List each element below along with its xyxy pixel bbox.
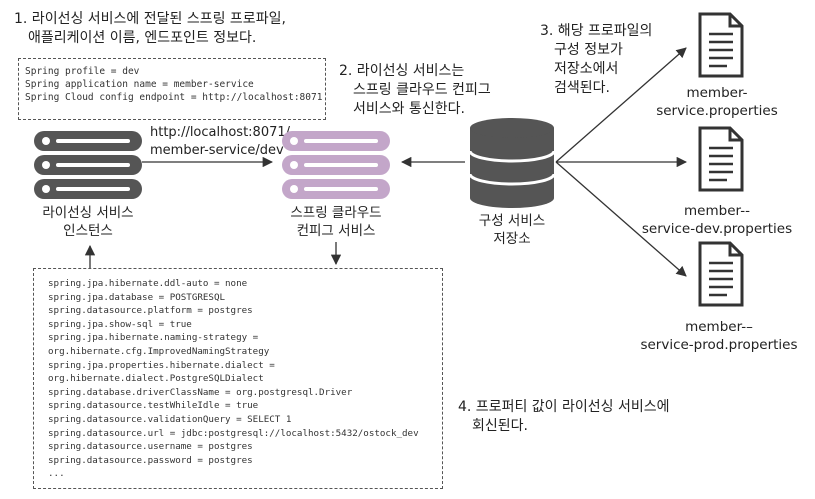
step3-caption: 3. 해당 프로파일의 구성 정보가 저장소에서 검색된다. xyxy=(540,22,652,98)
licensing-service-server-icon xyxy=(34,131,142,199)
step2-line2: 스프링 클라우드 컨피그 xyxy=(353,82,491,98)
property-line: spring.jpa.hibernate.naming-strategy = xyxy=(48,332,259,344)
property-line: spring.jpa.database = POSTGRESQL xyxy=(48,291,226,303)
step1-line2: 애플리케이션 이름, 엔드포인트 정보다. xyxy=(28,30,257,46)
licensing-service-label-line1: 라이선싱 서비스 xyxy=(42,205,134,221)
request-line-profile: Spring profile = dev xyxy=(25,66,140,77)
property-line-ellipsis: ... xyxy=(48,468,65,480)
repository-label-line2: 저장소 xyxy=(493,231,531,247)
licensing-service-label: 라이선싱 서비스 인스턴스 xyxy=(18,204,158,240)
request-line-endpoint: Spring Cloud config endpoint = http://lo… xyxy=(25,92,323,103)
file-label-default-line2: service.properties xyxy=(656,103,778,119)
config-url-line1: http://localhost:8071/ xyxy=(150,125,291,140)
property-line: spring.datasource.platform = postgres xyxy=(48,305,253,317)
step4-caption: 4. 프로퍼티 값이 라이선싱 서비스에 회신된다. xyxy=(458,398,669,436)
licensing-service-label-line2: 인스턴스 xyxy=(63,223,113,239)
file-label-dev: member-- service-dev.properties xyxy=(636,202,798,238)
config-service-server-icon xyxy=(282,131,390,199)
property-line: org.hibernate.cfg.ImprovedNamingStrategy xyxy=(48,345,270,357)
file-label-prod-line2: service-prod.properties xyxy=(640,337,798,353)
step1-caption: 1. 라이선싱 서비스에 전달된 스프링 프로파일, 애플리케이션 이름, 엔드… xyxy=(14,10,286,48)
property-line: spring.datasource.password = postgres xyxy=(48,454,253,466)
arrow-repo-to-file1 xyxy=(555,47,687,163)
step3-line3: 저장소에서 xyxy=(554,61,619,77)
step1-line1: 1. 라이선싱 서비스에 전달된 스프링 프로파일, xyxy=(14,11,286,27)
property-line: spring.datasource.username = postgres xyxy=(48,441,253,453)
property-line: spring.jpa.properties.hibernate.dialect … xyxy=(48,359,275,371)
property-line: spring.jpa.show-sql = true xyxy=(48,318,192,330)
property-line: org.hibernate.dialect.PostgreSQLDialect xyxy=(48,373,264,385)
document-icon xyxy=(698,126,744,192)
step2-line1: 2. 라이선싱 서비스는 xyxy=(339,63,465,79)
file-label-dev-line1: member-- xyxy=(684,203,750,219)
file-label-default: member- service.properties xyxy=(642,84,792,120)
file-label-dev-line2: service-dev.properties xyxy=(641,221,793,237)
file-label-prod-line1: member-– xyxy=(685,319,753,335)
repository-label-line1: 구성 서비스 xyxy=(478,213,546,229)
document-icon xyxy=(698,241,744,307)
repository-label: 구성 서비스 저장소 xyxy=(452,212,572,248)
config-service-label-line1: 스프링 클라우드 xyxy=(290,205,382,221)
request-line-app-name: Spring application name = member-service xyxy=(25,79,254,90)
database-icon xyxy=(468,118,556,208)
property-line: spring.datasource.url = jdbc:postgresql:… xyxy=(48,427,419,439)
property-line: spring.jpa.hibernate.ddl-auto = none xyxy=(48,278,248,289)
arrow-repo-to-file3 xyxy=(555,161,687,277)
property-line: spring.datasource.testWhileIdle = true xyxy=(48,400,259,412)
document-icon xyxy=(698,12,744,78)
config-service-label-line2: 컨피그 서비스 xyxy=(296,223,376,239)
step4-line1: 4. 프로퍼티 값이 라이선싱 서비스에 xyxy=(458,399,670,415)
request-info-box: Spring profile = dev Spring application … xyxy=(18,58,326,120)
step3-line4: 검색된다. xyxy=(554,80,610,96)
step2-caption: 2. 라이선싱 서비스는 스프링 클라우드 컨피그 서비스와 통신한다. xyxy=(339,62,491,119)
config-url: http://localhost:8071/ member-service/de… xyxy=(150,124,290,160)
step3-line2: 구성 정보가 xyxy=(554,42,623,58)
file-label-prod: member-– service-prod.properties xyxy=(634,318,804,354)
step4-line2: 회신된다. xyxy=(472,418,528,434)
step3-line1: 3. 해당 프로파일의 xyxy=(540,23,653,39)
file-label-default-line1: member- xyxy=(686,85,748,101)
property-line: spring.database.driverClassName = org.po… xyxy=(48,386,353,398)
response-properties-box: spring.jpa.hibernate.ddl-auto = none spr… xyxy=(33,268,443,489)
config-url-line2: member-service/dev xyxy=(150,143,284,158)
property-line: spring.datasource.validationQuery = SELE… xyxy=(48,413,292,425)
step2-line3: 서비스와 통신한다. xyxy=(353,101,465,117)
config-service-label: 스프링 클라우드 컨피그 서비스 xyxy=(266,204,406,240)
